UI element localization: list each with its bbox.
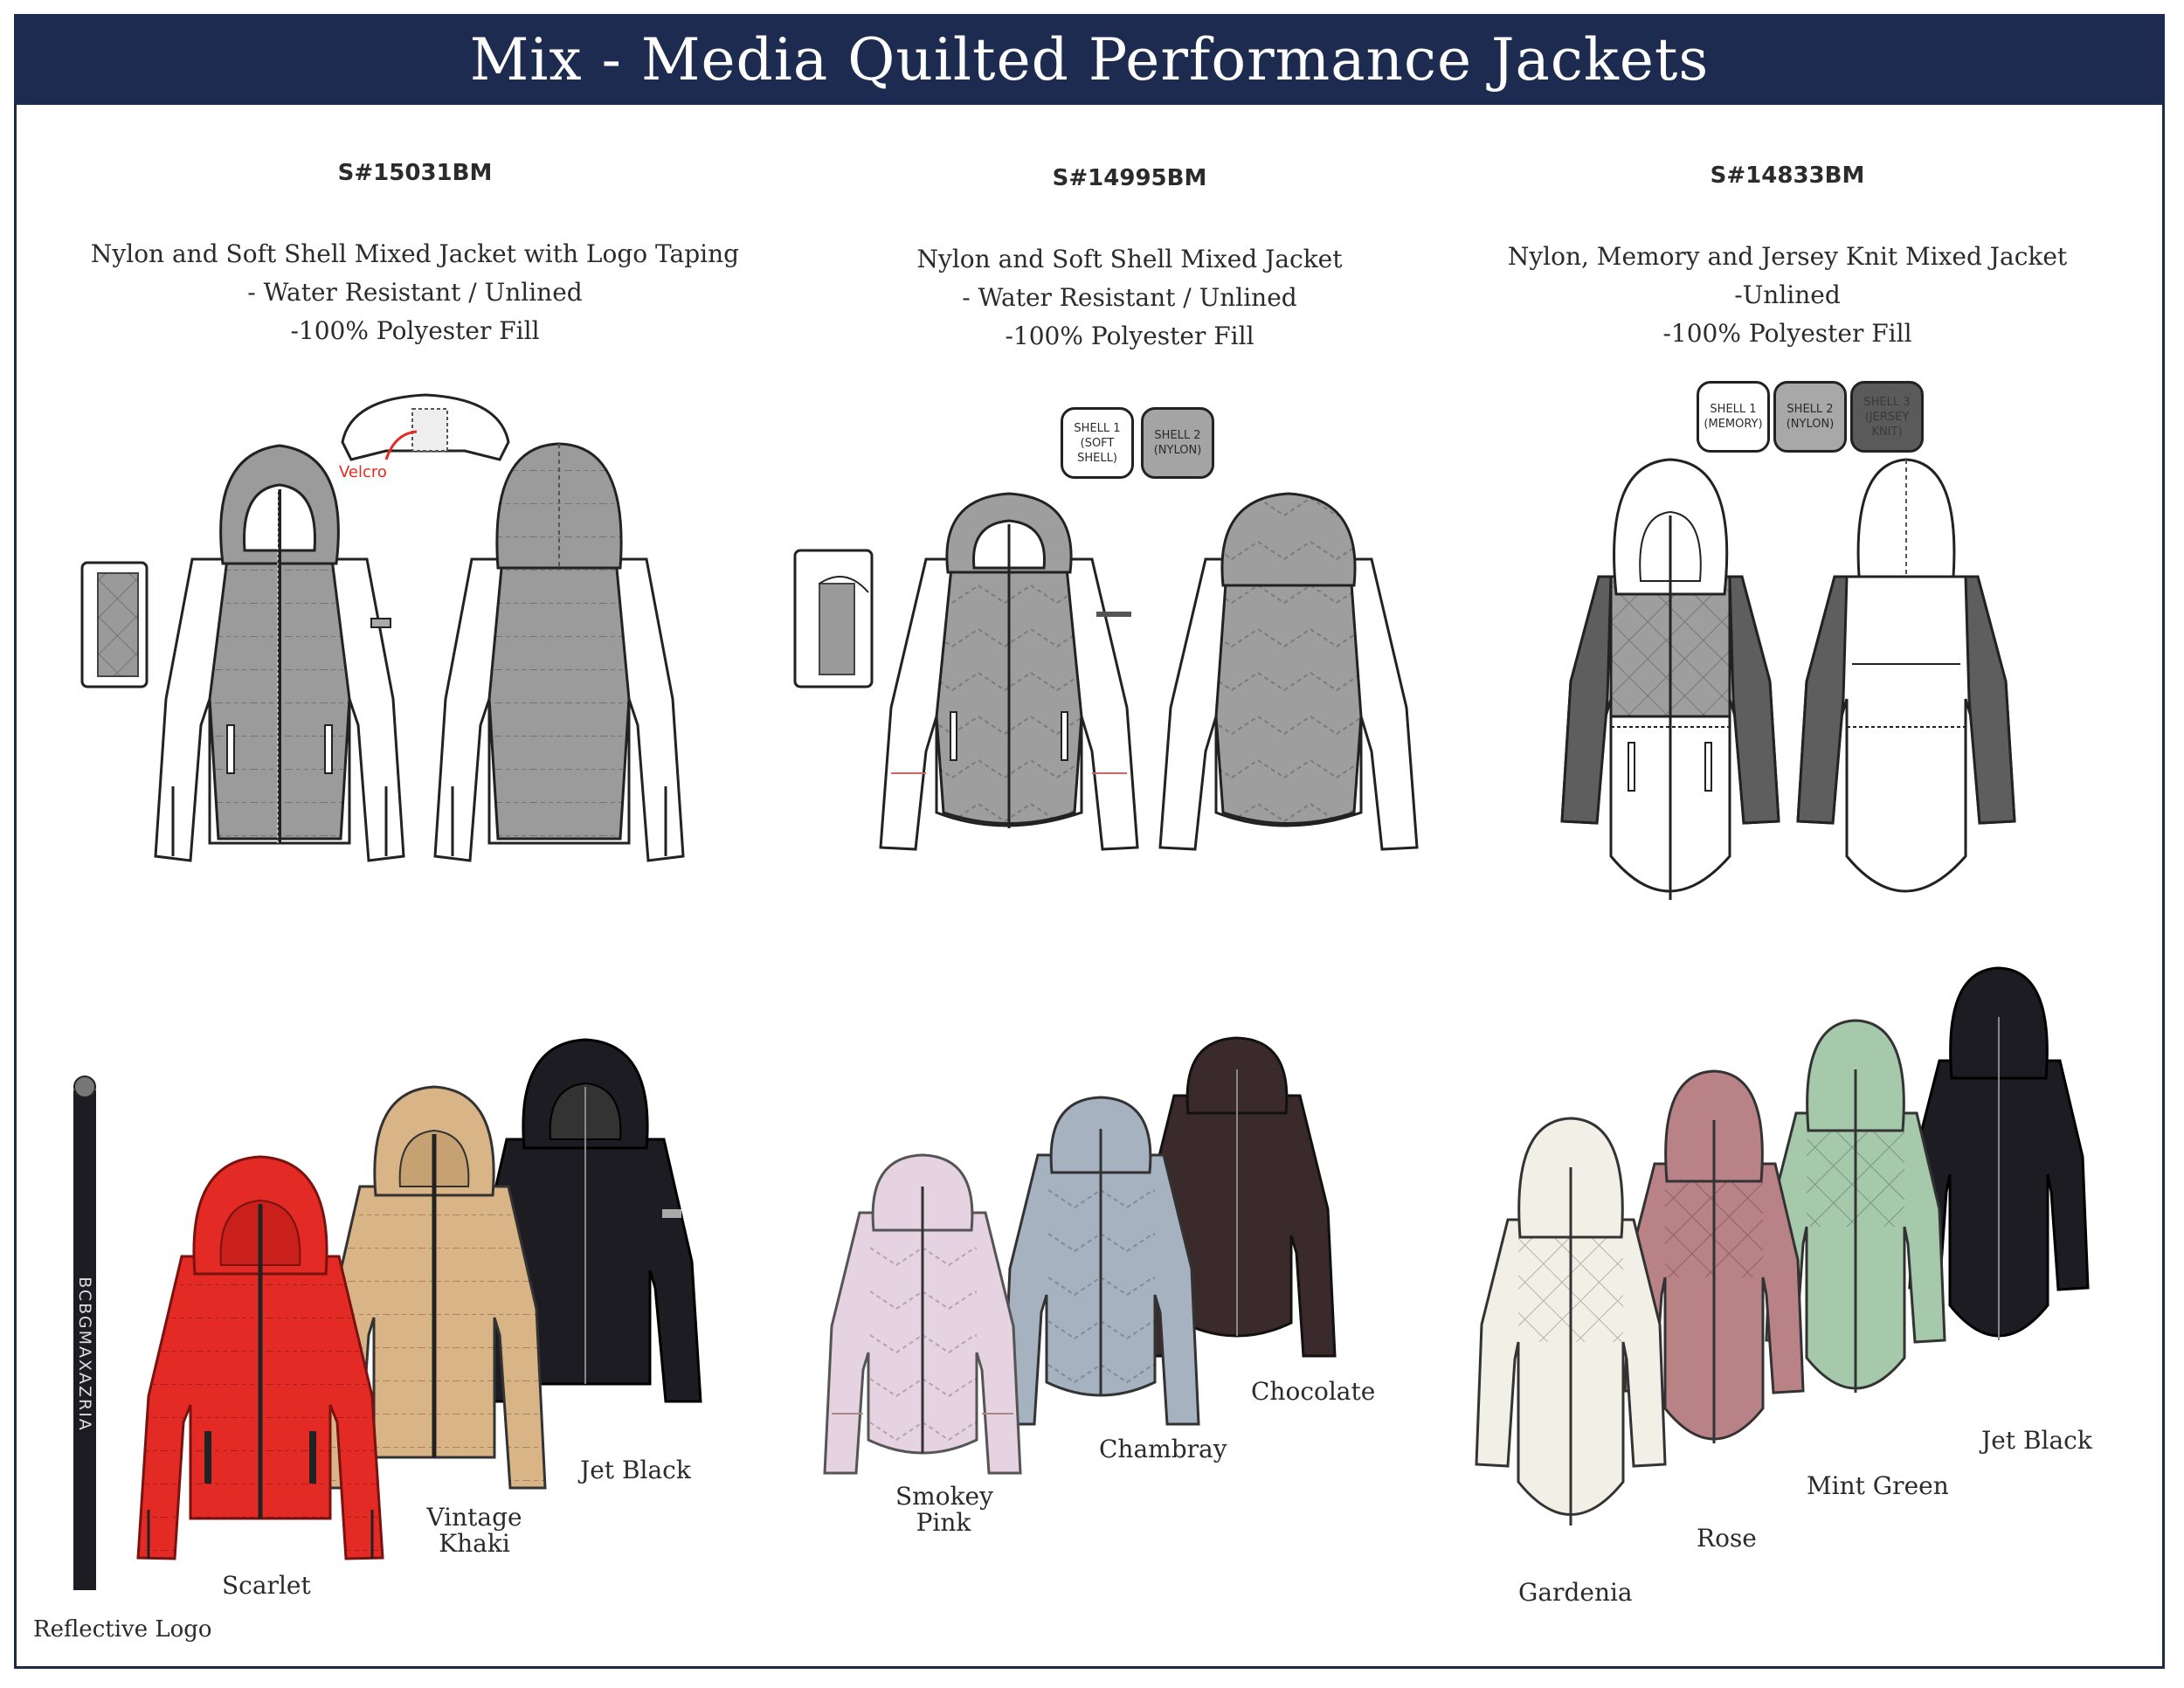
colorway-label: Rose [1697,1524,1757,1553]
swatch-label: SHELL 3 [1863,395,1911,409]
reflective-logo-text-wrap: BCBGMAXAZRIA [72,1162,98,1546]
colorway-label: Vintage Khaki [426,1503,522,1558]
fabric-swatch-shell-1: SHELL 1 (SOFT SHELL) [1061,407,1134,479]
colorway-label: Gardenia [1518,1578,1633,1607]
style-number: S#14833BM [1710,163,1865,189]
desc-line: -100% Polyester Fill [1662,319,1912,348]
jacket-swatch-chambray [1001,1096,1200,1426]
desc-line: -100% Polyester Fill [1005,322,1254,350]
colorway-label: Mint Green [1807,1471,1949,1500]
fabric-swatch-shell-3: SHELL 3 (JERSEY KNIT) [1850,381,1924,453]
reflective-logo-strip [73,1076,96,1590]
desc-line: Nylon, Memory and Jersey Knit Mixed Jack… [1507,242,2068,271]
desc-line: Nylon and Soft Shell Mixed Jacket [916,245,1343,273]
colorway-label: Jet Black [580,1456,691,1484]
style-header-1: S#15031BM Nylon and Soft Shell Mixed Jac… [83,160,747,350]
title-banner: Mix - Media Quilted Performance Jackets [14,14,2165,105]
jacket-swatch-scarlet [136,1155,384,1560]
seam-detail-inset [80,561,149,688]
fabric-swatch-shell-2: SHELL 2 (NYLON) [1141,407,1214,479]
style-number: S#14995BM [1052,165,1207,191]
page-title: Mix - Media Quilted Performance Jackets [469,25,1710,93]
jacket-swatch-vintage-khaki [321,1085,547,1490]
style-number: S#15031BM [337,160,493,186]
swatch-label: SHELL 2 [1787,403,1834,416]
colorway-label: Chocolate [1251,1377,1376,1406]
jacket-swatch-gardenia [1475,1117,1667,1525]
desc-line: - Water Resistant / Unlined [962,283,1297,312]
desc-line: - Water Resistant / Unlined [247,278,583,307]
colorway-label: Scarlet [222,1571,311,1600]
colorway-label: Chambray [1099,1435,1227,1463]
hood-velcro-detail [341,393,510,461]
colorway-label: Smokey Pink [895,1482,993,1537]
jacket-14995-front [879,492,1139,851]
desc-line: -100% Polyester Fill [290,316,540,345]
jacket-swatch-rose [1623,1069,1805,1443]
jacket-swatch-smokey-pink [823,1153,1022,1475]
velcro-callout: Velcro [339,463,387,481]
style-header-3: S#14833BM Nylon, Memory and Jersey Knit … [1455,163,2119,353]
swatch-label: SHELL 2 [1154,429,1201,442]
jacket-14833-front [1560,458,1780,900]
desc-line: Nylon and Soft Shell Mixed Jacket with L… [90,239,740,268]
fabric-swatch-shell-2: SHELL 2 (NYLON) [1773,381,1847,453]
reflective-logo-label: Reflective Logo [33,1616,212,1643]
swatch-label: SHELL 1 [1710,403,1757,416]
jacket-swatch-mint-green [1765,1019,1946,1393]
jacket-14995-back [1158,492,1419,851]
colorway-label: Jet Black [1981,1426,2092,1455]
reflective-logo-text: BCBGMAXAZRIA [75,1276,94,1432]
style-header-2: S#14995BM Nylon and Soft Shell Mixed Jac… [798,165,1462,356]
jacket-14833-back [1796,458,2016,893]
swatch-sublabel: (NYLON) [1786,418,1835,431]
jacket-swatch-jet-black-14833 [1908,966,2090,1340]
hood-detail-inset [793,549,874,688]
jacket-15031-front [154,444,405,862]
swatch-sublabel: (MEMORY) [1704,418,1763,431]
swatch-label: SHELL 1 [1074,421,1121,435]
swatch-sublabel: (SOFT SHELL) [1077,436,1117,465]
swatch-sublabel: (JERSEY KNIT) [1864,410,1910,439]
swatch-sublabel: (NYLON) [1153,444,1202,457]
jacket-15031-back [433,442,685,862]
fabric-swatch-shell-1: SHELL 1 (MEMORY) [1697,381,1770,453]
desc-line: -Unlined [1734,280,1841,309]
